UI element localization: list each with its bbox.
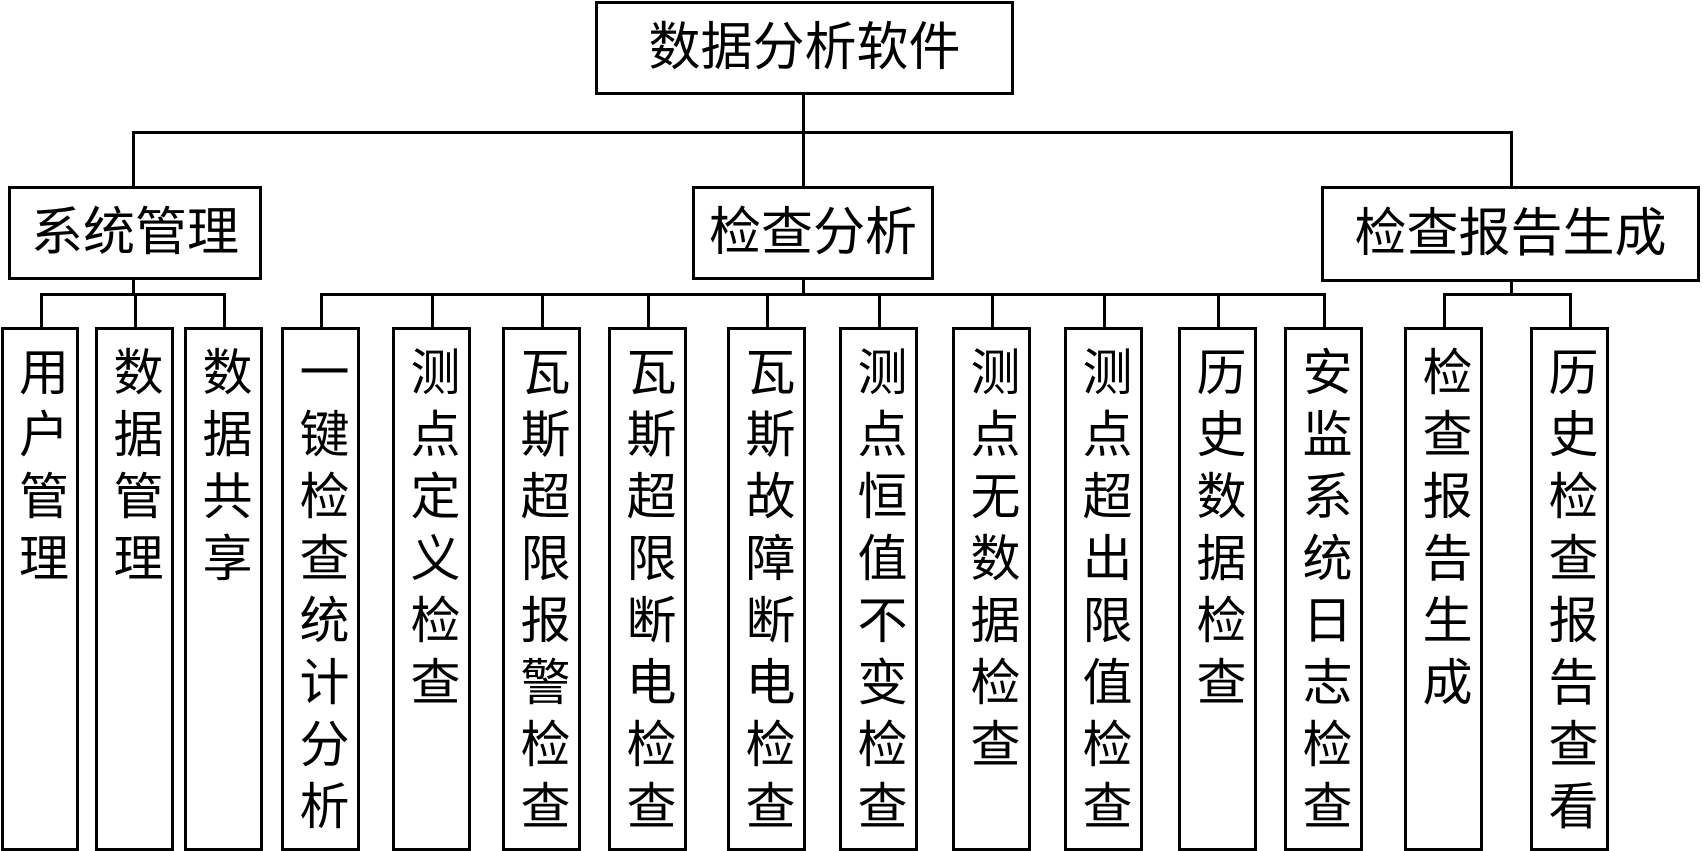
- root-node-label: 数据分析软件: [648, 18, 961, 78]
- leaf-history-report-view-label: 历史检查报告查看: [1540, 346, 1599, 842]
- leaf-data-sharing: 数据共享: [184, 327, 263, 851]
- connector-module-1-bus: [40, 293, 226, 296]
- connector-leaf-2-5: [766, 293, 769, 328]
- module-system-management: 系统管理: [8, 186, 262, 280]
- leaf-data-sharing-label: 数据共享: [194, 346, 253, 594]
- connector-leaf-2-1: [320, 293, 323, 328]
- connector-module-1-stem: [132, 277, 135, 294]
- connector-leaf-3-1: [1443, 293, 1446, 328]
- connector-leaf-1-1: [40, 293, 43, 328]
- connector-leaf-2-10: [1323, 293, 1326, 328]
- leaf-point-definition-check: 测点定义检查: [392, 327, 471, 851]
- leaf-gas-fault-poweroff-check: 瓦斯故障断电检查: [727, 327, 806, 851]
- leaf-data-management: 数据管理: [95, 327, 174, 851]
- leaf-point-constant-value-check-label: 测点恒值不变检查: [849, 346, 908, 842]
- connector-module-1-drop: [132, 131, 135, 187]
- leaf-point-exceed-limit-check-label: 测点超出限值检查: [1074, 346, 1133, 842]
- module-system-management-label: 系统管理: [30, 203, 239, 263]
- connector-leaf-2-7: [991, 293, 994, 328]
- leaf-one-click-statistics-label: 一键检查统计分析: [291, 346, 350, 842]
- module-inspection-analysis-label: 检查分析: [708, 203, 917, 263]
- leaf-gas-overlimit-poweroff-check-label: 瓦斯超限断电检查: [618, 346, 677, 842]
- connector-root-stem: [802, 92, 805, 133]
- connector-leaf-2-4: [647, 293, 650, 328]
- leaf-report-generation: 检查报告生成: [1404, 327, 1483, 851]
- connector-module-3-stem: [1510, 280, 1513, 294]
- connector-module-3-bus: [1443, 293, 1572, 296]
- connector-leaf-1-2: [134, 293, 137, 328]
- connector-level1-bus: [132, 131, 1513, 134]
- connector-leaf-2-2: [431, 293, 434, 328]
- module-report-generation-label: 检查报告生成: [1354, 204, 1667, 264]
- leaf-history-report-view: 历史检查报告查看: [1530, 327, 1609, 851]
- connector-module-3-drop: [1510, 131, 1513, 187]
- connector-leaf-2-6: [878, 293, 881, 328]
- connector-leaf-2-8: [1103, 293, 1106, 328]
- leaf-safety-system-log-check-label: 安监系统日志检查: [1294, 346, 1353, 842]
- leaf-user-management-label: 用户管理: [11, 346, 69, 594]
- leaf-gas-overlimit-alarm-check-label: 瓦斯超限报警检查: [512, 346, 571, 842]
- connector-module-2-drop: [802, 131, 805, 186]
- leaf-gas-overlimit-alarm-check: 瓦斯超限报警检查: [502, 327, 581, 851]
- leaf-history-data-check-label: 历史数据检查: [1188, 346, 1247, 718]
- leaf-point-constant-value-check: 测点恒值不变检查: [839, 327, 918, 851]
- leaf-point-definition-check-label: 测点定义检查: [402, 346, 461, 718]
- leaf-data-management-label: 数据管理: [105, 346, 164, 594]
- connector-module-2-bus: [320, 293, 1326, 296]
- leaf-safety-system-log-check: 安监系统日志检查: [1284, 327, 1363, 851]
- connector-module-2-stem: [802, 277, 805, 294]
- leaf-report-generation-label: 检查报告生成: [1414, 346, 1473, 718]
- leaf-user-management: 用户管理: [1, 327, 79, 851]
- leaf-point-no-data-check: 测点无数据检查: [952, 327, 1031, 851]
- root-node: 数据分析软件: [595, 1, 1014, 95]
- connector-leaf-2-9: [1217, 293, 1220, 328]
- leaf-gas-overlimit-poweroff-check: 瓦斯超限断电检查: [608, 327, 687, 851]
- connector-leaf-2-3: [541, 293, 544, 328]
- connector-leaf-1-3: [223, 293, 226, 328]
- leaf-gas-fault-poweroff-check-label: 瓦斯故障断电检查: [737, 346, 796, 842]
- leaf-one-click-statistics: 一键检查统计分析: [281, 327, 360, 851]
- connector-leaf-3-2: [1569, 293, 1572, 328]
- leaf-point-no-data-check-label: 测点无数据检查: [962, 346, 1021, 780]
- module-inspection-analysis: 检查分析: [692, 186, 934, 280]
- module-report-generation: 检查报告生成: [1321, 186, 1700, 282]
- leaf-point-exceed-limit-check: 测点超出限值检查: [1064, 327, 1143, 851]
- leaf-history-data-check: 历史数据检查: [1178, 327, 1257, 851]
